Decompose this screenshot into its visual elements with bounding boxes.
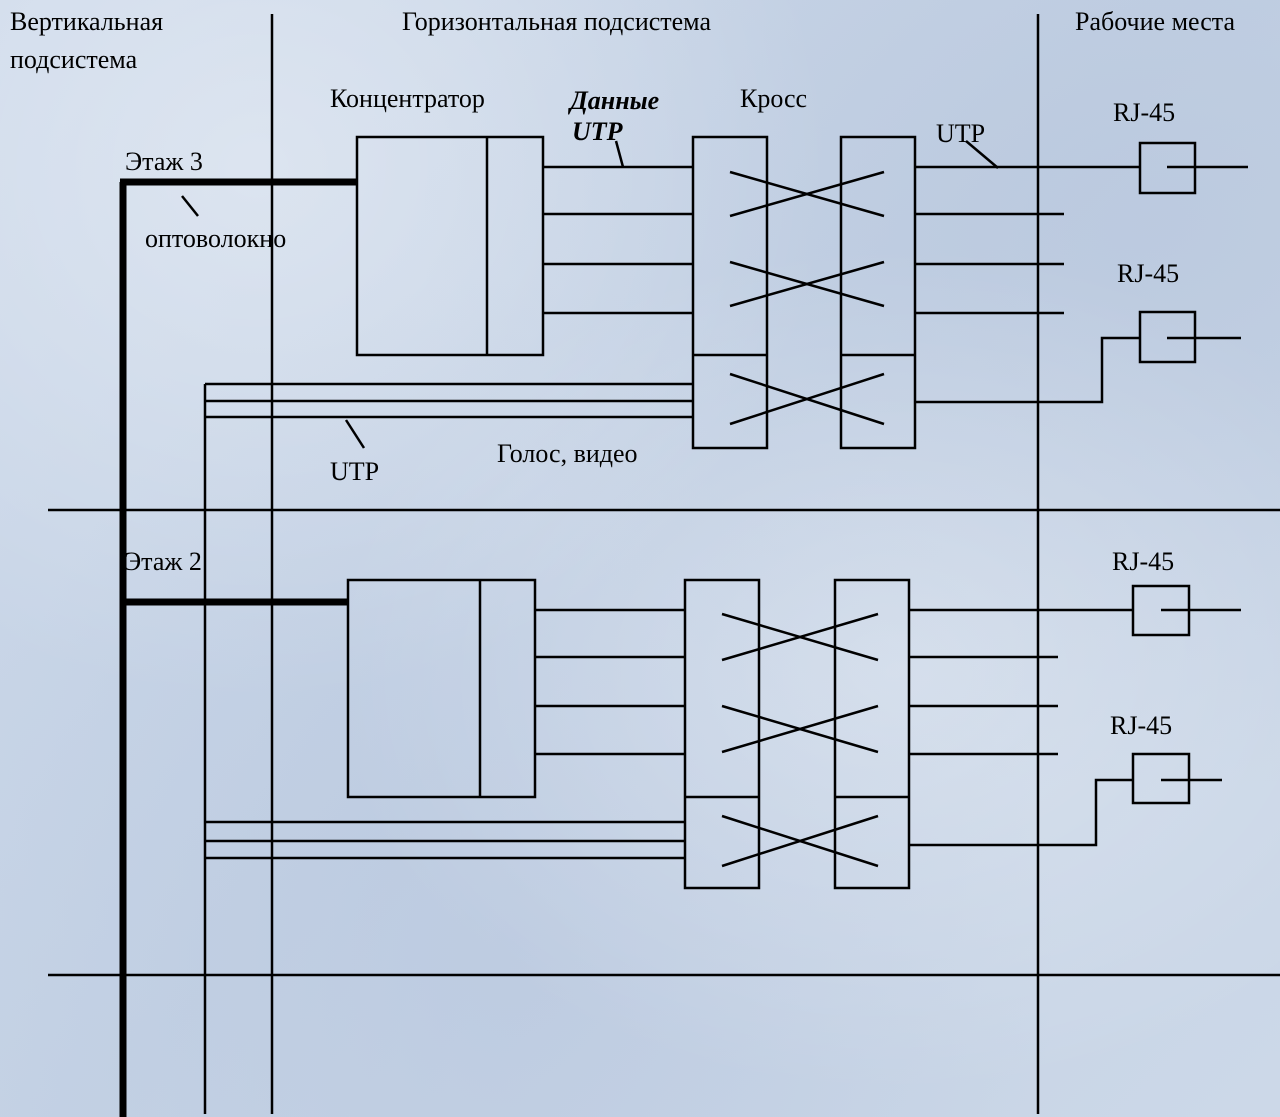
floor-3-label: Этаж 3 bbox=[125, 147, 203, 176]
floor-2-voice-cables bbox=[205, 820, 685, 860]
header-vertical-subsystem-line2: подсистема bbox=[10, 45, 138, 74]
floor-3-data-label-line2: UTP bbox=[572, 117, 623, 146]
floor-3-rj45-label-2: RJ-45 bbox=[1117, 259, 1180, 288]
floor-3-utp-bottom-pointer bbox=[344, 419, 366, 449]
floor-3-group bbox=[205, 135, 1248, 450]
floor-2-cross-connections bbox=[721, 612, 879, 868]
floor-2-rj45-label-1: RJ-45 bbox=[1112, 547, 1175, 576]
floor-2-hub bbox=[346, 578, 537, 799]
floor-2-data-cables bbox=[535, 608, 685, 756]
floor-3-cross-panel-left bbox=[691, 135, 769, 450]
floor-2-rj45-outlet-1 bbox=[1131, 584, 1241, 637]
floor-3-utp-right-label: UTP bbox=[936, 119, 986, 148]
fiber-label: оптоволокно bbox=[145, 224, 287, 253]
floor-3-utp-right-pointer bbox=[965, 140, 999, 169]
floor-2-rj45-label-2: RJ-45 bbox=[1110, 711, 1173, 740]
floor-3-voice-label: Голос, видео bbox=[497, 439, 638, 468]
floor-3-data-utp-pointer bbox=[614, 140, 625, 168]
floor-3-hub-label: Концентратор bbox=[330, 84, 485, 113]
floor-3-hub bbox=[355, 135, 545, 357]
floor-3-cross-label: Кросс bbox=[740, 84, 808, 113]
header-workplaces: Рабочие места bbox=[1075, 7, 1235, 36]
fiber-label-pointer bbox=[181, 195, 199, 217]
floor-2-group bbox=[205, 578, 1241, 890]
floor-3-cross-panel-right bbox=[839, 135, 917, 450]
floor-2-cross-panel-left bbox=[683, 578, 761, 890]
header-vertical-subsystem-line1: Вертикальная bbox=[10, 7, 164, 36]
floor-2-outgoing-cables bbox=[909, 608, 1133, 847]
floor-3-outgoing-cables bbox=[915, 165, 1140, 404]
floor-2-rj45-outlet-2 bbox=[1131, 752, 1222, 805]
floor-3-data-label-line1: Данные bbox=[570, 86, 660, 115]
floor-3-voice-cables bbox=[205, 382, 693, 419]
floor-3-rj45-label-1: RJ-45 bbox=[1113, 98, 1176, 127]
floor-3-utp-bottom-label: UTP bbox=[330, 457, 380, 486]
floor-3-rj45-outlet-2 bbox=[1138, 310, 1241, 364]
header-horizontal-subsystem: Горизонтальная подсистема bbox=[402, 7, 711, 36]
floor-2-label: Этаж 2 bbox=[124, 547, 202, 576]
floor-3-rj45-outlet-1 bbox=[1138, 141, 1248, 195]
floor-2-cross-panel-right bbox=[833, 578, 911, 890]
fiber-backbone bbox=[119, 178, 357, 1117]
floor-3-cross-connections bbox=[729, 170, 885, 426]
floor-3-data-cables bbox=[543, 165, 693, 315]
